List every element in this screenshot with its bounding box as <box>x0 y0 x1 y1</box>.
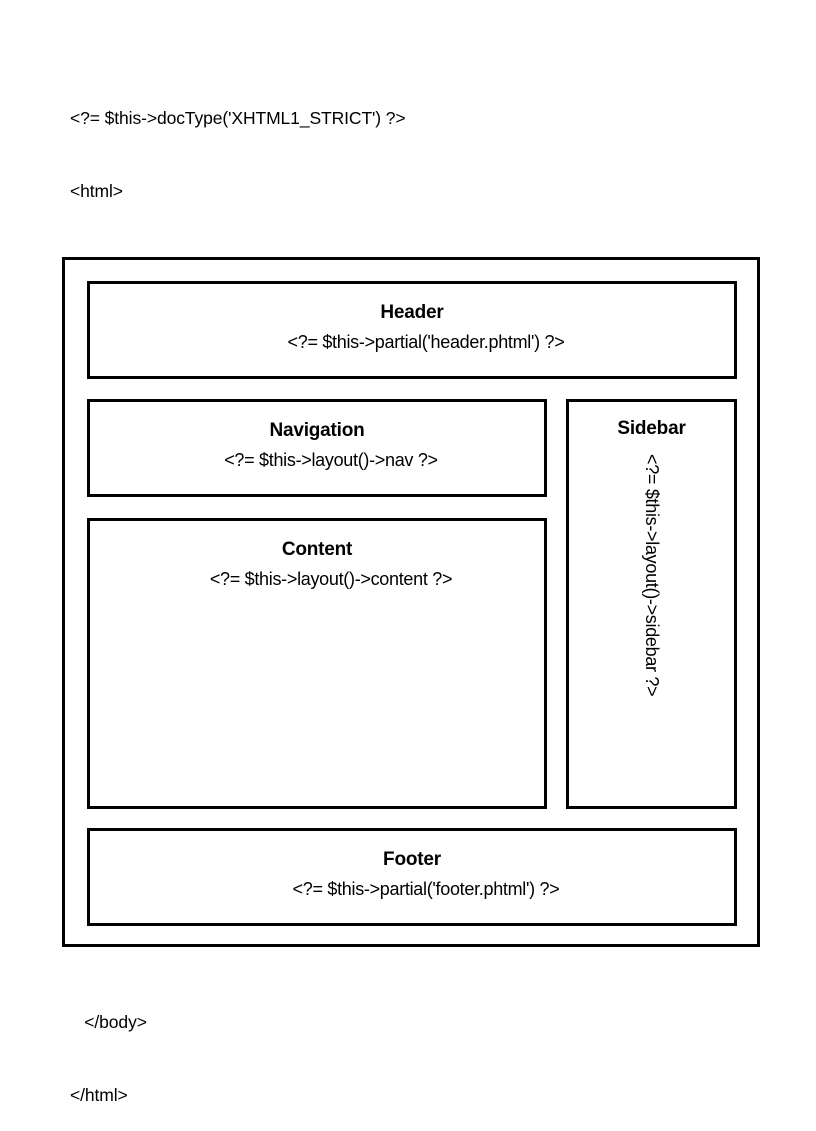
sidebar-region-title: Sidebar <box>617 418 686 439</box>
code-line-html-open: <html> <box>70 181 123 202</box>
code-line-doctype: <?= $this->docType('XHTML1_STRICT') ?> <box>70 108 406 129</box>
bottom-code-block: </body> </html> <box>70 962 147 1131</box>
navigation-region-title: Navigation <box>269 420 365 441</box>
header-region-box: Header <?= $this->partial('header.phtml'… <box>87 281 737 379</box>
content-region-box: Content <?= $this->layout()->content ?> <box>87 518 547 809</box>
navigation-region-code: <?= $this->layout()->nav ?> <box>224 450 438 470</box>
content-region-code: <?= $this->layout()->content ?> <box>209 569 453 589</box>
layout-diagram-frame: Header <?= $this->partial('header.phtml'… <box>62 257 760 947</box>
content-region-title: Content <box>281 539 353 560</box>
header-region-code: <?= $this->partial('header.phtml') ?> <box>287 332 565 352</box>
footer-region-title: Footer <box>383 849 441 870</box>
code-line-html-close: </html> <box>70 1085 128 1106</box>
sidebar-region-code: <?= $this->layout()->sidebar ?> <box>641 454 662 697</box>
navigation-region-box: Navigation <?= $this->layout()->nav ?> <box>87 399 547 497</box>
code-line-body-close: </body> <box>70 1012 147 1033</box>
sidebar-rotated-text-wrap: <?= $this->layout()->sidebar ?> <box>569 450 734 806</box>
sidebar-region-box: Sidebar <?= $this->layout()->sidebar ?> <box>566 399 737 809</box>
footer-region-code: <?= $this->partial('footer.phtml') ?> <box>292 879 560 899</box>
footer-region-box: Footer <?= $this->partial('footer.phtml'… <box>87 828 737 926</box>
header-region-title: Header <box>380 302 444 323</box>
